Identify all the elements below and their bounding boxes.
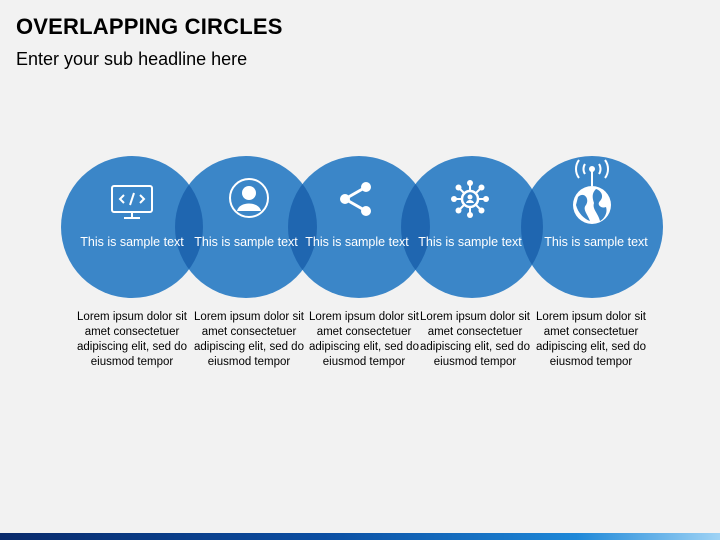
circle-4 — [401, 156, 543, 298]
footer-gradient-bar — [0, 533, 720, 540]
circle-2 — [175, 156, 317, 298]
page-title: OVERLAPPING CIRCLES — [16, 14, 283, 39]
share-icon — [340, 182, 371, 216]
description-3: Lorem ipsum dolor sit amet consectetuer … — [309, 311, 419, 368]
network-icon — [451, 180, 489, 218]
code-monitor-icon — [111, 185, 153, 219]
description-1: Lorem ipsum dolor sit amet consectetuer … — [77, 311, 187, 368]
user-icon — [229, 178, 269, 218]
circle-label-4: This is sample text — [418, 235, 522, 249]
globe-signal-icon — [573, 159, 611, 224]
description-4: Lorem ipsum dolor sit amet consectetuer … — [420, 311, 530, 368]
circle-label-2: This is sample text — [194, 235, 298, 249]
circle-1 — [61, 156, 203, 298]
circle-label-3: This is sample text — [305, 235, 409, 249]
circle-label-5: This is sample text — [544, 235, 648, 249]
description-2: Lorem ipsum dolor sit amet consectetuer … — [194, 311, 304, 368]
circle-label-1: This is sample text — [80, 235, 184, 249]
circle-5 — [521, 156, 663, 298]
description-5: Lorem ipsum dolor sit amet consectetuer … — [536, 311, 646, 368]
circle-3 — [288, 156, 430, 298]
page-subtitle: Enter your sub headline here — [16, 49, 248, 69]
